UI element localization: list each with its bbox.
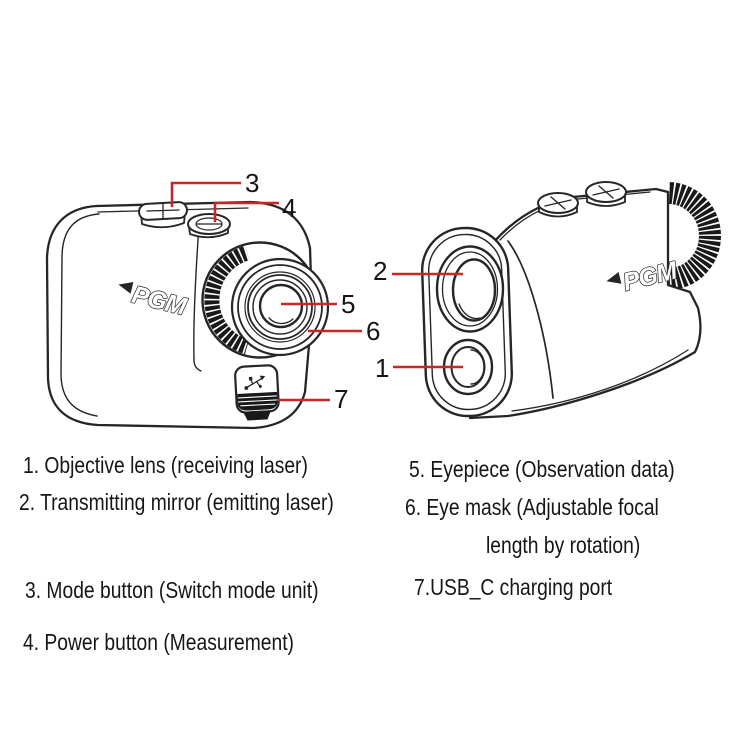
legend-item-4: 4. Power button (Measurement) xyxy=(23,629,294,655)
callout-label-2: 2 xyxy=(373,256,388,286)
usb-cover-feet xyxy=(243,410,272,421)
usb-port-cover xyxy=(234,364,280,421)
left-body-crease xyxy=(193,223,202,372)
legend-item-3: 3. Mode button (Switch mode unit) xyxy=(25,577,319,603)
legend-item-5: 5. Eyepiece (Observation data) xyxy=(409,456,675,482)
legend-item-2: 2. Transmitting mirror (emitting laser) xyxy=(19,489,334,515)
legend-item-1: 1. Objective lens (receiving laser) xyxy=(23,452,308,478)
right-body-bottom-inner-line xyxy=(511,349,689,412)
callout-label-1: 1 xyxy=(375,353,390,383)
callout-label-3: 3 xyxy=(245,168,260,198)
top-button-front-left xyxy=(537,192,579,218)
usb-icon xyxy=(244,375,266,390)
left-device-drawing: PGM xyxy=(45,200,330,430)
callout-label-6: 6 xyxy=(366,316,381,346)
power-button xyxy=(187,213,231,239)
callout-label-5: 5 xyxy=(341,289,356,319)
callout-line-3 xyxy=(170,181,241,207)
callout-label-7: 7 xyxy=(334,384,349,414)
right-device-drawing: PGM xyxy=(420,181,721,420)
callout-lines xyxy=(170,181,463,402)
eyepiece-assembly xyxy=(201,241,330,359)
focus-ring-side xyxy=(667,182,721,290)
eyepiece-lens xyxy=(258,283,304,329)
top-button-front-right xyxy=(585,181,627,207)
legend-item-6-line1: 6. Eye mask (Adjustable focal xyxy=(405,494,659,520)
mode-button xyxy=(138,201,188,229)
legend-item-6-line2: length by rotation) xyxy=(486,532,641,558)
legend-item-7: 7.USB_C charging port xyxy=(414,574,613,600)
callout-line-4 xyxy=(213,201,279,222)
callout-label-4: 4 xyxy=(282,193,297,223)
transmitting-mirror-lens xyxy=(435,245,505,333)
right-body-crease xyxy=(507,240,554,399)
left-body-inner-contour xyxy=(60,213,100,417)
